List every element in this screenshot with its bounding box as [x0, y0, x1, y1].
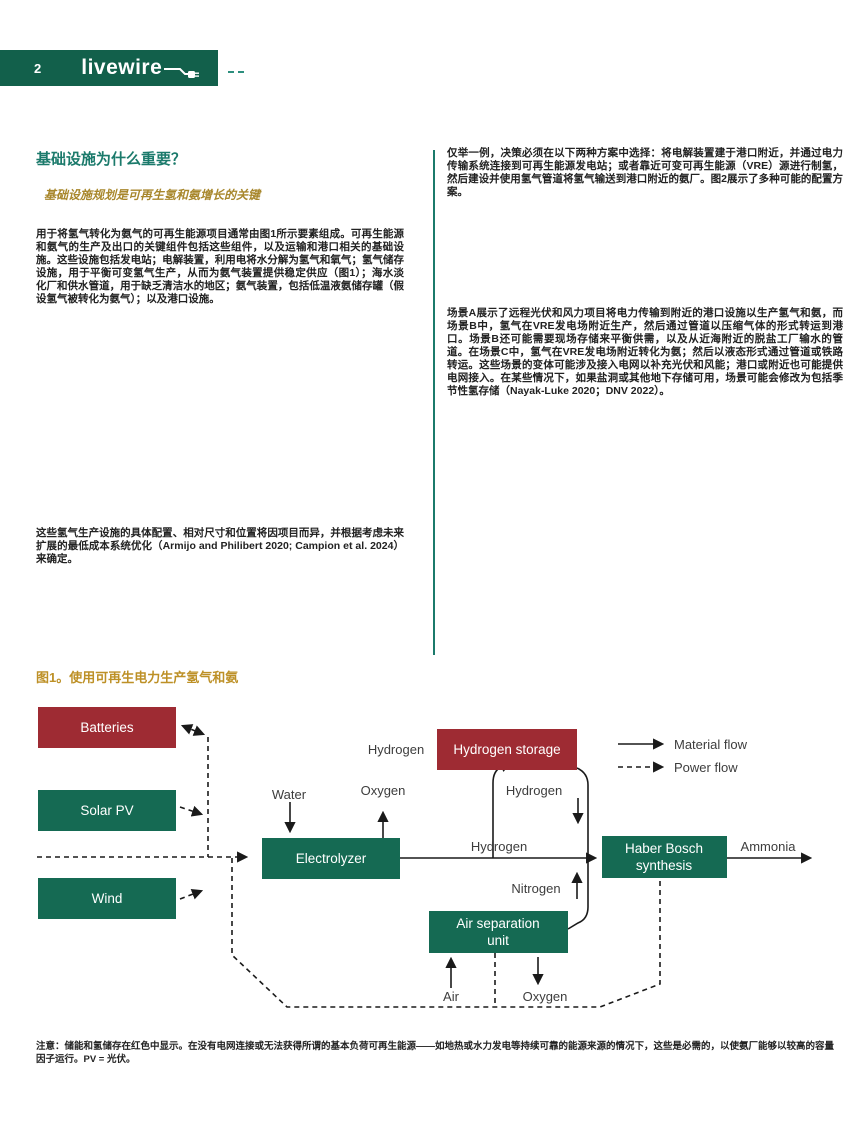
oxygen-bottom-label: Oxygen: [523, 989, 568, 1004]
solar-pv-label: Solar PV: [80, 803, 133, 818]
solar-pv-box: [38, 790, 176, 831]
batteries-label: Batteries: [80, 720, 134, 735]
hydrogen-storage-label: Hydrogen storage: [453, 742, 560, 757]
left-paragraph-1: 用于将氢气转化为氨气的可再生能源项目通常由图1所示要素组成。可再生能源和氨气的生…: [36, 228, 404, 305]
hydrogen-storage-box: [437, 729, 577, 770]
oxygen-top-label: Oxygen: [361, 783, 406, 798]
hydrogen-from-storage-label: Hydrogen: [506, 783, 562, 798]
header-dash-decoration: [228, 71, 244, 73]
plug-icon: [164, 67, 200, 78]
batteries-box: [38, 707, 176, 748]
nitrogen-label: Nitrogen: [511, 881, 560, 896]
figure-title: 图1。使用可再生电力生产氢气和氨: [36, 670, 239, 685]
air-separation-label-line1: Air separation: [456, 916, 539, 931]
legend-power-label: Power flow: [674, 760, 738, 775]
hydrogen-main-label: Hydrogen: [471, 839, 527, 854]
haber-bosch-label-line1: Haber Bosch: [625, 841, 703, 856]
diagram-nodes: Batteries Solar PV Wind Electrolyzer Hyd…: [38, 707, 727, 953]
electrolyzer-label: Electrolyzer: [296, 851, 367, 866]
figure-note: 注意：储能和氢储存在红色中显示。在没有电网连接或无法获得所谓的基本负荷可再生能源…: [36, 1041, 835, 1065]
haber-bosch-box: [602, 836, 727, 878]
right-paragraph-2: 场景A展示了远程光伏和风力项目将电力传输到附近的港口设施以生产氢气和氨，而场景B…: [447, 307, 843, 397]
power-loop-line: [231, 858, 661, 1008]
solar-power-link: [179, 805, 204, 817]
right-paragraph-1: 仅举一例，决策必须在以下两种方案中选择：将电解装置建于港口附近，并通过电力传输系…: [447, 147, 843, 198]
air-label: Air: [443, 989, 460, 1004]
air-separation-label-line2: unit: [487, 933, 509, 948]
material-flow-lines: [284, 738, 813, 988]
column-divider: [433, 150, 435, 655]
water-label: Water: [272, 787, 307, 802]
batteries-power-link: [180, 724, 206, 736]
page-number: 2: [34, 60, 42, 76]
wind-box: [38, 878, 176, 919]
section-heading: 基础设施为什么重要？: [36, 151, 187, 168]
power-flow-lines: [37, 724, 665, 1008]
wind-power-link: [179, 888, 204, 900]
air-separation-box: [429, 911, 568, 953]
left-paragraph-2: 这些氢气生产设施的具体配置、相对尺寸和位置将因项目而异，并根据考虑未来扩展的最低…: [36, 527, 404, 565]
livewire-logo: livewire: [81, 56, 200, 81]
figure-1-diagram: Batteries Solar PV Wind Electrolyzer Hyd…: [37, 707, 813, 1008]
haber-bosch-label-line2: synthesis: [636, 858, 693, 873]
hydrogen-to-storage-label: Hydrogen: [368, 742, 424, 757]
wind-label: Wind: [92, 891, 123, 906]
ammonia-label: Ammonia: [741, 839, 797, 854]
storage-down-connector: [567, 767, 589, 930]
section-subheading: 基础设施规划是可再生氢和氨增长的关键: [44, 188, 261, 202]
diagram-legend: Material flow Power flow: [674, 737, 748, 775]
header-bar: 2 livewire: [0, 50, 218, 86]
logo-text: livewire: [81, 56, 163, 79]
electrolyzer-box: [262, 838, 400, 879]
flow-labels: Hydrogen Water Oxygen Hydrogen Hydrogen …: [272, 742, 796, 1004]
legend-material-label: Material flow: [674, 737, 748, 752]
